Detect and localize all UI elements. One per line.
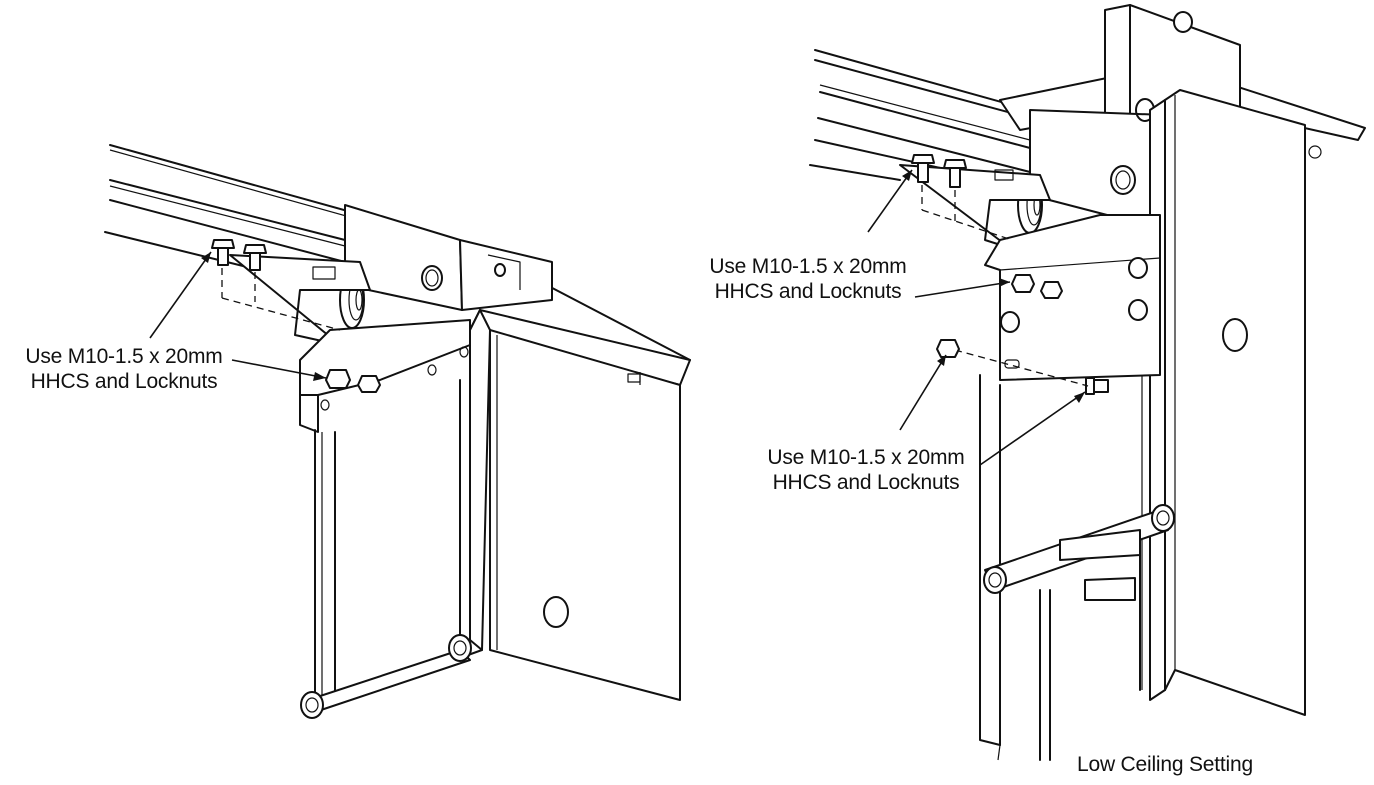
left-fastener-callout: Use M10-1.5 x 20mm HHCS and Locknuts xyxy=(0,344,248,394)
figure-caption: Low Ceiling Setting xyxy=(1077,753,1253,776)
right-vertical-post xyxy=(1149,89,1306,716)
left-leader-lines xyxy=(149,251,327,381)
left-vertical-post xyxy=(469,309,681,701)
left-callout-line1: Use M10-1.5 x 20mm xyxy=(25,345,223,368)
right-locknuts xyxy=(936,274,1063,358)
right-assembly xyxy=(809,4,1366,761)
right-top-fastener-callout: Use M10-1.5 x 20mm HHCS and Locknuts xyxy=(684,254,932,304)
right-middle-callout-line1: Use M10-1.5 x 20mm xyxy=(767,446,965,469)
right-lower-frame xyxy=(979,374,1175,761)
right-middle-callout-line2: HHCS and Locknuts xyxy=(772,471,960,494)
left-lower-frame xyxy=(300,379,483,719)
left-callout-line2: HHCS and Locknuts xyxy=(30,370,218,393)
right-overhead-beam xyxy=(809,49,1031,189)
left-assembly xyxy=(104,144,691,719)
right-leader-lines xyxy=(867,169,1086,466)
right-top-callout-line2: HHCS and Locknuts xyxy=(714,280,902,303)
right-middle-fastener-callout: Use M10-1.5 x 20mm HHCS and Locknuts xyxy=(742,445,990,495)
left-lower-bracket xyxy=(299,319,471,433)
right-side-bracket xyxy=(984,214,1161,381)
right-top-callout-line1: Use M10-1.5 x 20mm xyxy=(709,255,907,278)
left-locknuts xyxy=(325,369,381,393)
left-upper-housing xyxy=(344,204,553,311)
right-upper-housing xyxy=(1029,4,1322,231)
right-bolts xyxy=(911,154,1109,395)
left-bolts xyxy=(211,239,341,331)
